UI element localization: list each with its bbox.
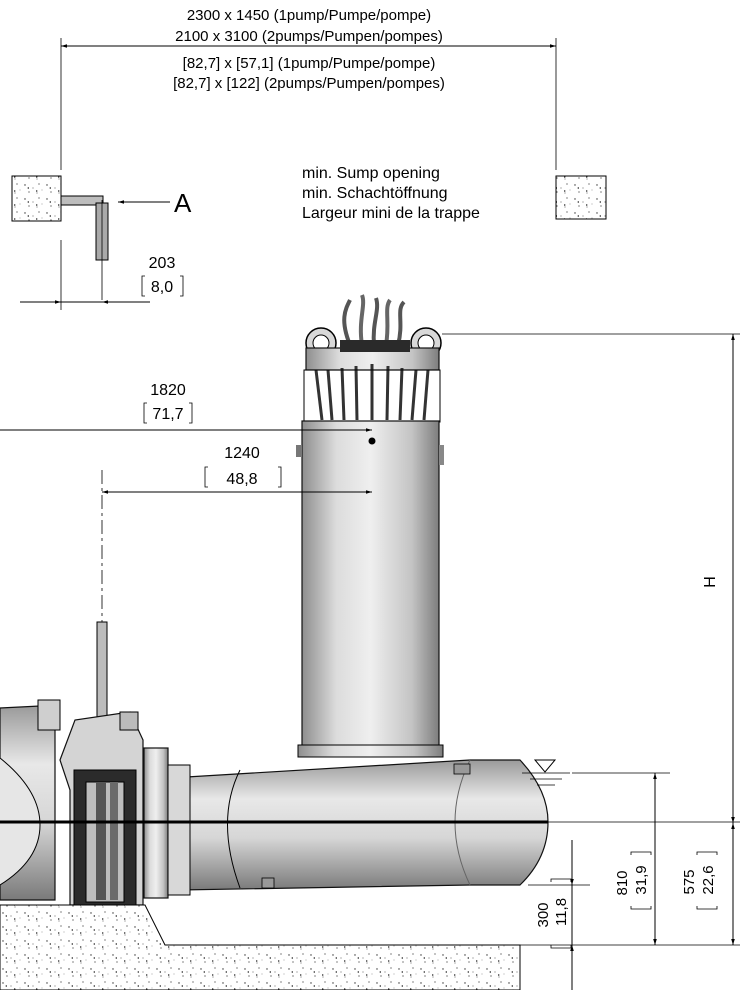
top-dim-line-2: 2100 x 3100 (2pumps/Pumpen/pompes)	[175, 28, 443, 45]
pump-body	[296, 294, 444, 758]
view-a-label: A	[174, 188, 192, 218]
top-dim-line-1: 2300 x 1450 (1pump/Pumpe/pompe)	[187, 7, 431, 24]
dimension-1240: 1240 48,8	[102, 445, 372, 494]
dim-575-inch: 22,6	[700, 865, 717, 894]
dimension-575: 575 22,6	[681, 823, 735, 945]
sump-floor	[0, 904, 521, 990]
dim-300-mm: 300	[535, 902, 552, 927]
dim-575-mm: 575	[681, 869, 698, 894]
concrete-edge-left	[11, 175, 62, 222]
sump-opening-note: min. Sump opening min. Schachtöffnung La…	[302, 165, 480, 222]
dim-1820-mm: 1820	[150, 382, 186, 399]
dim-203-mm: 203	[149, 255, 176, 272]
dim-h-label: H	[702, 576, 719, 588]
sump-opening-dimension: 2300 x 1450 (1pump/Pumpe/pompe) 2100 x 3…	[60, 7, 557, 170]
dim-300-inch: 11,8	[553, 898, 570, 926]
top-dim-line-4: [82,7] x [122] (2pumps/Pumpen/pompes)	[173, 75, 445, 92]
pump-volute	[0, 699, 549, 906]
dim-810-inch: 31,9	[633, 865, 650, 894]
concrete-edge-right	[555, 175, 607, 220]
dimension-300: 300 11,8	[535, 840, 574, 990]
water-level-symbol	[522, 759, 670, 786]
dim-1820-inch: 71,7	[152, 406, 183, 423]
dimension-810: 810 31,9	[614, 773, 657, 945]
dim-1240-mm: 1240	[224, 445, 260, 462]
sump-note-en: min. Sump opening	[302, 165, 440, 182]
view-a-indicator: A	[118, 188, 192, 218]
sump-note-fr: Largeur mini de la trappe	[302, 205, 480, 222]
dimension-203: 203 8,0	[20, 240, 184, 310]
sump-note-de: min. Schachtöffnung	[302, 185, 448, 202]
dim-203-inch: 8,0	[151, 279, 173, 296]
guide-rail-bracket	[60, 195, 109, 300]
dimension-h: H	[702, 334, 735, 823]
dim-1240-inch: 48,8	[226, 471, 257, 488]
dim-810-mm: 810	[614, 870, 631, 895]
top-dim-line-3: [82,7] x [57,1] (1pump/Pumpe/pompe)	[183, 55, 436, 72]
dimension-1820: 1820 71,7	[0, 382, 372, 432]
